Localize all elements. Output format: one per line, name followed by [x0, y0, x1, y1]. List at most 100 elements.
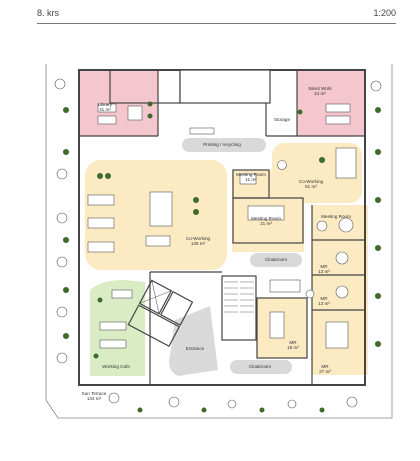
table [325, 103, 351, 113]
plant [375, 107, 381, 113]
table [87, 241, 115, 253]
round-table [54, 78, 66, 90]
plant [375, 149, 381, 155]
plant [105, 173, 111, 179]
room-name: Printing / recycling [203, 142, 241, 147]
plant [201, 407, 207, 413]
room-name: Library [97, 102, 113, 107]
room-name: Cloakroom [264, 257, 288, 262]
lift-shaft [138, 279, 173, 315]
room-label-coworking-left: Co-Working 135 m² [178, 236, 218, 247]
room-name: Meeting Room [251, 216, 281, 221]
plant [147, 101, 153, 107]
scale-label: 1:200 [373, 8, 396, 18]
round-table [227, 399, 237, 409]
walls [78, 69, 366, 386]
room-label-mr-27: MR 27 m² [314, 364, 336, 375]
room-name: MR [320, 264, 328, 269]
table [87, 194, 115, 206]
room-area: 134 m² [86, 396, 102, 402]
room-label-printing: Printing / recycling [190, 142, 254, 147]
table [111, 289, 133, 299]
room-area: 135 m² [190, 241, 206, 247]
room-area: 27 m² [319, 369, 331, 375]
table [87, 217, 115, 229]
table [145, 235, 171, 247]
round-table [168, 396, 180, 408]
room-label-cloakroom-top: Cloakroom [256, 257, 296, 262]
round-table [56, 306, 68, 318]
room-name: Meeting Room [236, 172, 266, 177]
room-area: 13 m² [318, 301, 330, 307]
core-block-2 [179, 69, 271, 104]
round-table [346, 396, 358, 408]
room-label-mr-13a: MR 13 m² [314, 264, 334, 275]
room-name: Working Cafe [102, 364, 130, 369]
room-label-cloakroom-bottom: Cloakroom [240, 364, 280, 369]
room-label-working-cafe: Working Cafe [96, 364, 136, 369]
table [189, 127, 215, 135]
plant [193, 209, 199, 215]
plants [63, 101, 381, 413]
plant [63, 333, 69, 339]
room-label-library: Library 31 m² [90, 102, 120, 113]
round-table [305, 289, 315, 299]
furniture [54, 78, 382, 409]
room-name: Co-Working [298, 179, 324, 184]
stairs [224, 281, 254, 313]
room-name: Cloakroom [248, 364, 272, 369]
room-label-sun-terrace: Sun Terrace 134 m² [74, 391, 114, 402]
plant [375, 245, 381, 251]
round-table [338, 217, 354, 233]
round-table [56, 168, 68, 180]
plant [63, 149, 69, 155]
plant [375, 341, 381, 347]
room-name: MR [289, 340, 297, 345]
entrance-zone [169, 306, 218, 376]
round-table [370, 80, 382, 92]
room-name: Silent Work [308, 86, 332, 91]
table [325, 115, 351, 125]
table [97, 115, 117, 125]
table [99, 321, 127, 331]
room-name: MR [320, 296, 328, 301]
plant [147, 113, 153, 119]
room-name: Sun Terrace [81, 391, 107, 396]
plant [319, 157, 325, 163]
cloakroom-top-zone [250, 253, 302, 267]
round-table [108, 392, 120, 404]
zones [80, 70, 368, 376]
plant [259, 407, 265, 413]
plant [319, 407, 325, 413]
room-label-mr-13b: MR 13 m² [314, 296, 334, 307]
room-label-meeting-room-mid: Meeting Room 21 m² [244, 216, 288, 227]
floor-label: 8. krs [37, 8, 60, 18]
table [269, 311, 285, 339]
round-table [335, 251, 349, 265]
round-table [277, 160, 287, 170]
lift-shaft [127, 304, 181, 348]
room-area: 24 m² [314, 91, 326, 97]
room-area: 11 m² [245, 177, 257, 183]
room-name: MR [321, 364, 329, 369]
terrace-edge [45, 64, 393, 419]
plant [375, 293, 381, 299]
room-label-storage: Storage [270, 117, 294, 122]
plant [63, 287, 69, 293]
round-table [56, 212, 68, 224]
plant [93, 353, 99, 359]
room-label-meeting-room-small: Meeting Room 11 m² [234, 172, 268, 183]
meeting-room-mid-wall [232, 197, 304, 244]
table [149, 191, 173, 227]
lift-core [127, 279, 194, 348]
header-rule [37, 23, 396, 24]
table [335, 147, 357, 179]
round-table [56, 256, 68, 268]
plant [375, 197, 381, 203]
plant [63, 107, 69, 113]
table [269, 279, 301, 293]
room-name: Storage [273, 117, 291, 122]
room-area: 13 m² [318, 269, 330, 275]
room-area: 21 m² [260, 221, 272, 227]
